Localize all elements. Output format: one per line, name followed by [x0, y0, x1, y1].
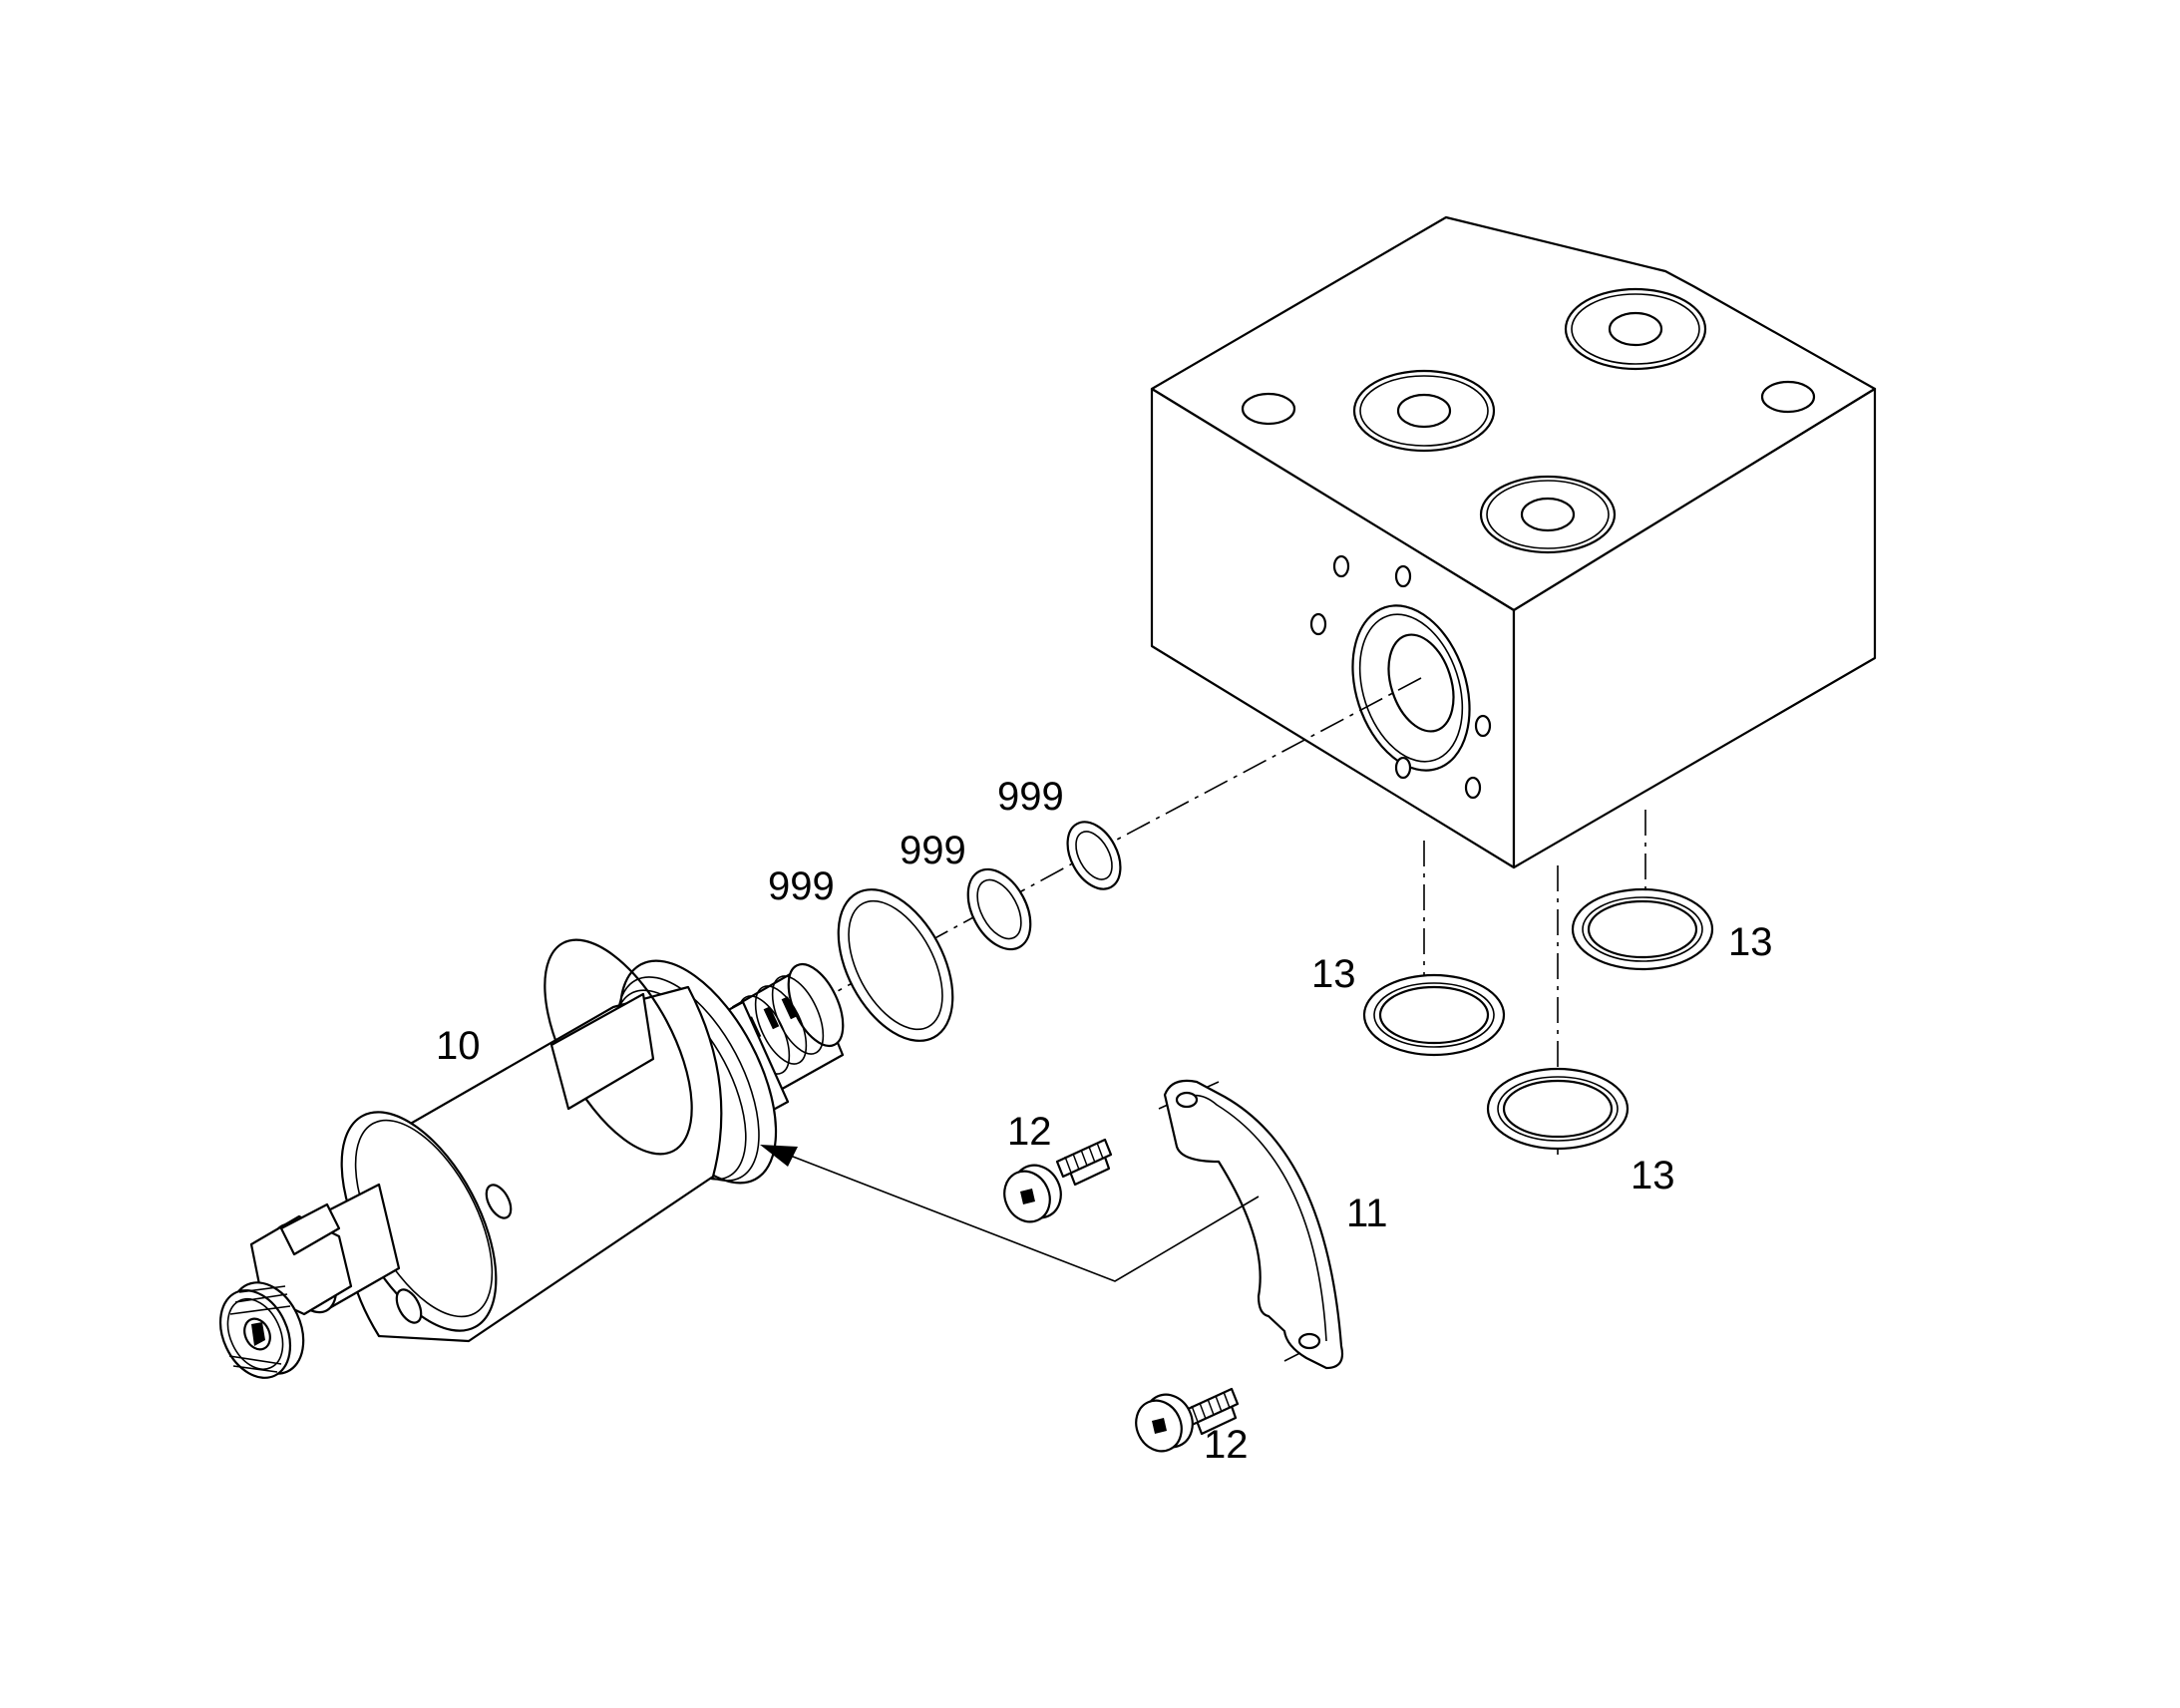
- bracket-hole-bottom: [1297, 1332, 1321, 1350]
- top-port-large-back: [1564, 287, 1707, 371]
- callout-13-left: 13: [1311, 952, 1356, 996]
- seal-ring-13-center[interactable]: [1362, 973, 1506, 1057]
- callout-10: 10: [436, 1024, 481, 1068]
- callout-12-upper: 12: [1007, 1110, 1052, 1154]
- connector-tab: [279, 1202, 341, 1256]
- knurled-nut: [218, 1281, 305, 1379]
- cap-screw-12-lower[interactable]: [1128, 1387, 1240, 1459]
- callout-11: 11: [1346, 1192, 1388, 1235]
- top-port-large-front: [1479, 475, 1617, 554]
- top-port-large-left: [1352, 369, 1496, 453]
- retaining-bracket[interactable]: [1163, 1079, 1344, 1370]
- cap-screw-12-upper[interactable]: [996, 1138, 1113, 1229]
- callout-13-bottom: 13: [1631, 1154, 1675, 1197]
- callout-labels: 10 11 12 12 13 13 13 999 999 999: [436, 775, 1773, 1467]
- callout-999-medium: 999: [900, 829, 966, 872]
- top-bolt-hole-left: [1241, 392, 1296, 426]
- leader-arrowhead: [760, 1145, 798, 1167]
- callout-12-lower: 12: [1204, 1423, 1249, 1467]
- callout-999-small: 999: [997, 775, 1064, 819]
- callout-13-right: 13: [1728, 920, 1773, 964]
- solenoid-valve-cartridge[interactable]: [207, 917, 855, 1389]
- cartridge-bore: [1351, 604, 1471, 772]
- valve-block[interactable]: [1150, 215, 1877, 869]
- block-right-face: [1512, 387, 1877, 869]
- front-bolt-holes: [1309, 554, 1492, 800]
- o-ring-999-large[interactable]: [815, 870, 976, 1060]
- coil-label-plate: [549, 992, 655, 1111]
- o-ring-999-small[interactable]: [1057, 813, 1131, 897]
- seal-ring-13-right[interactable]: [1571, 887, 1714, 971]
- top-bolt-hole-right: [1760, 380, 1816, 414]
- bracket-to-valve-leader: [760, 1145, 1260, 1282]
- callout-999-large: 999: [768, 864, 835, 908]
- seal-ring-13-bottom[interactable]: [1486, 1067, 1630, 1151]
- bracket-hole-top: [1175, 1091, 1199, 1109]
- o-ring-999-medium[interactable]: [955, 858, 1043, 959]
